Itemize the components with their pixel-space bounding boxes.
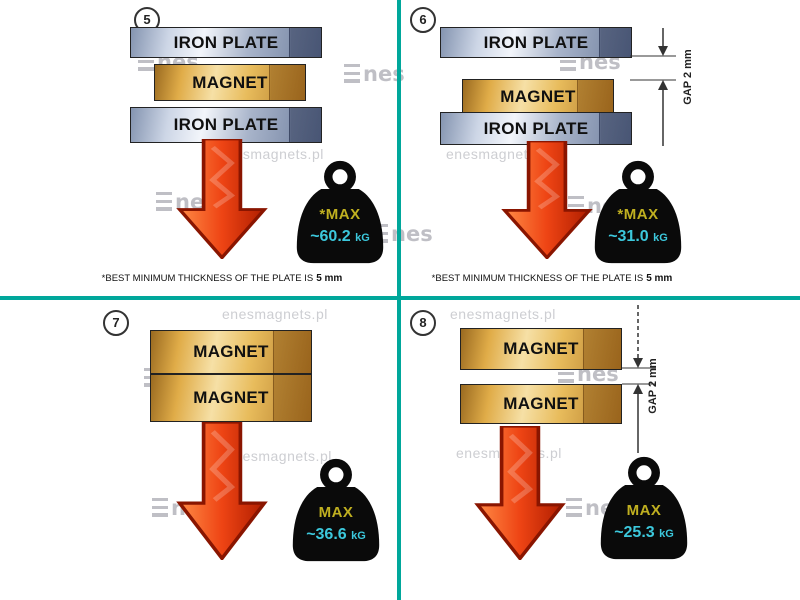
weight-max-label: MAX xyxy=(318,504,354,521)
magnet-block: MAGNET xyxy=(154,64,306,101)
watermark-text: enesmagnets.pl xyxy=(218,146,324,162)
enes-logo-icon xyxy=(156,192,172,211)
magnet-bottom: MAGNET xyxy=(460,384,622,424)
magnet-top: MAGNET xyxy=(460,328,622,370)
quadrant-8: 8 MAGNET MAGNET GAP 2 mm MAX ~25.3 kG xyxy=(400,300,800,600)
divider-vertical xyxy=(397,0,401,600)
watermark-text: enesmagnets.pl xyxy=(446,146,552,162)
weight-value: ~31.0 xyxy=(608,228,649,245)
weight-unit: kG xyxy=(351,530,366,542)
quadrant-number: 8 xyxy=(410,310,436,336)
pull-direction-arrow xyxy=(176,139,268,259)
enes-logo-icon xyxy=(152,498,168,517)
watermark-text: enesmagnets.pl xyxy=(226,448,332,464)
quadrant-7: 7 MAGNET MAGNET MAX ~36.6 kG xyxy=(0,300,400,600)
iron-plate-bottom: IRON PLATE xyxy=(440,112,632,145)
pull-direction-arrow xyxy=(176,422,268,560)
weight-value: ~60.2 xyxy=(310,228,351,245)
weight-value-row: ~36.6 kG xyxy=(288,526,384,544)
weight-unit: kG xyxy=(653,232,668,244)
iron-plate-top: IRON PLATE xyxy=(440,27,632,58)
weight-value-row: ~31.0 kG xyxy=(590,228,686,246)
quadrant-6: 6 IRON PLATE MAGNET IRON PLATE GAP 2 mm … xyxy=(400,0,800,300)
pull-direction-arrow xyxy=(474,426,566,560)
weight-unit: kG xyxy=(355,232,370,244)
watermark-text: enesmagnets.pl xyxy=(450,306,556,322)
weight-value: ~36.6 xyxy=(306,526,347,543)
iron-plate-top: IRON PLATE xyxy=(130,27,322,58)
weight-kettlebell: *MAX ~31.0 kG xyxy=(590,158,686,266)
quadrant-number: 7 xyxy=(103,310,129,336)
weight-unit: kG xyxy=(659,528,674,540)
gap-label: GAP 2 mm xyxy=(647,358,659,414)
weight-kettlebell: MAX ~25.3 kG xyxy=(596,454,692,562)
pull-direction-arrow xyxy=(501,141,593,259)
magnet-bottom: MAGNET xyxy=(150,374,312,422)
weight-value: ~25.3 xyxy=(614,524,655,541)
weight-value-row: ~25.3 kG xyxy=(596,524,692,542)
magnet-top: MAGNET xyxy=(150,330,312,374)
gap-dimension xyxy=(630,28,676,146)
weight-max-label: MAX xyxy=(626,502,662,519)
weight-kettlebell: MAX ~36.6 kG xyxy=(288,456,384,564)
weight-max-label: *MAX xyxy=(319,206,361,223)
weight-kettlebell: *MAX ~60.2 kG xyxy=(292,158,388,266)
enes-logo: nes xyxy=(344,64,405,85)
watermark-text: enesmagnets.pl xyxy=(222,306,328,322)
enes-logo-icon xyxy=(344,64,360,83)
quadrant-5: 5 IRON PLATE MAGNET IRON PLATE *MAX ~60.… xyxy=(0,0,400,300)
gap-dimension xyxy=(622,305,656,453)
weight-max-label: *MAX xyxy=(617,206,659,223)
magnet-block: MAGNET xyxy=(462,79,614,115)
iron-plate-bottom: IRON PLATE xyxy=(130,107,322,143)
divider-horizontal xyxy=(0,296,800,300)
weight-value-row: ~60.2 kG xyxy=(292,228,388,246)
gap-label: GAP 2 mm xyxy=(682,49,694,105)
quadrant-number: 6 xyxy=(410,7,436,33)
enes-logo-icon xyxy=(566,498,582,517)
